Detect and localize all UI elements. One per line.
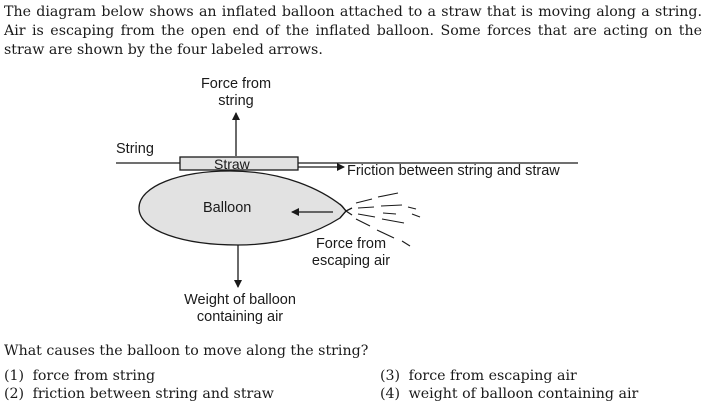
force-from-string-label-line2: string [218,93,254,109]
option-4-text: weight of balloon containing air [408,386,639,402]
question-text: What causes the balloon to move along th… [4,343,369,359]
weight-label-line2: containing air [196,309,284,325]
option-1[interactable]: (1) force from string [4,368,155,384]
escaping-air-label: Force from escaping air [303,236,399,270]
weight-label: Weight of balloon containing air [168,292,312,326]
force-from-string-label-line1: Force from [200,76,272,92]
straw-rect [179,156,299,171]
option-2-number: (2) [4,386,25,402]
option-2-text: friction between string and straw [32,386,274,402]
option-3-text: force from escaping air [408,368,577,384]
option-3[interactable]: (3) force from escaping air [380,368,577,384]
escaping-air-streaks [355,192,421,247]
option-4-number: (4) [380,386,401,402]
friction-label: Friction between string and straw [347,163,560,179]
option-1-text: force from string [32,368,156,384]
force-from-string-label: Force from string [186,76,286,110]
string-label: String [116,141,154,157]
option-2[interactable]: (2) friction between string and straw [4,386,274,402]
option-1-number: (1) [4,368,25,384]
option-4[interactable]: (4) weight of balloon containing air [380,386,638,402]
balloon-nozzle [339,203,353,219]
straw-label: Straw [214,156,250,172]
balloon-shape [138,170,347,246]
escaping-air-label-line1: Force from [315,236,387,252]
option-3-number: (3) [380,368,401,384]
weight-label-line1: Weight of balloon [184,292,296,308]
balloon-label: Balloon [203,200,252,216]
escaping-air-label-line2: escaping air [311,253,391,269]
intro-text: The diagram below shows an inflated ball… [4,4,702,58]
